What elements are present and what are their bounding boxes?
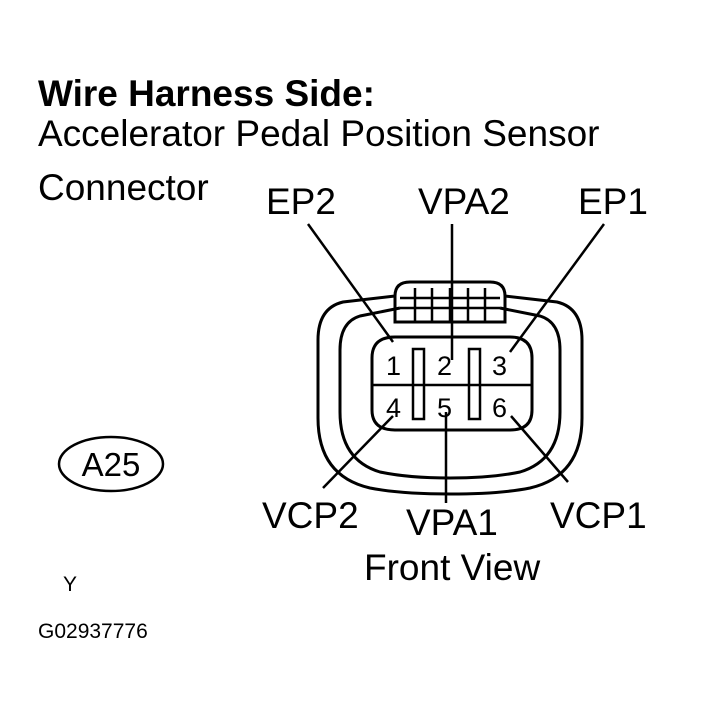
title-bold-line: Wire Harness Side: <box>38 73 375 114</box>
pin-4-number: 4 <box>386 393 401 423</box>
pin-2-signal-label: VPA2 <box>418 181 510 222</box>
connector-code-oval <box>57 435 165 493</box>
pin-5-signal-label: VPA1 <box>406 502 498 543</box>
connector-body <box>316 294 584 496</box>
pin-1-signal-label: EP2 <box>266 181 336 222</box>
pin-3-number: 3 <box>492 351 507 381</box>
pin-2-number: 2 <box>437 351 452 381</box>
title-line-2: Accelerator Pedal Position Sensor <box>38 113 599 154</box>
leader-line-pin-1 <box>306 223 395 343</box>
leader-line-pin-3 <box>508 223 606 353</box>
leader-line-pin-4 <box>322 415 394 489</box>
figure-id: G02937776 <box>38 620 148 643</box>
leader-line-pin-6 <box>510 415 569 483</box>
footer-mark: Y <box>63 573 77 596</box>
pin-3-signal-label: EP1 <box>578 181 648 222</box>
pin-1-number: 1 <box>386 351 401 381</box>
pin-6-number: 6 <box>492 393 507 423</box>
pin-6-signal-label: VCP1 <box>550 495 647 536</box>
pin-4-signal-label: VCP2 <box>262 495 359 536</box>
connector-latch <box>393 280 507 324</box>
connector-code: A25 <box>82 446 141 483</box>
title-line-3: Connector <box>38 167 209 208</box>
view-label: Front View <box>364 547 540 588</box>
pin-5-number: 5 <box>437 393 452 423</box>
